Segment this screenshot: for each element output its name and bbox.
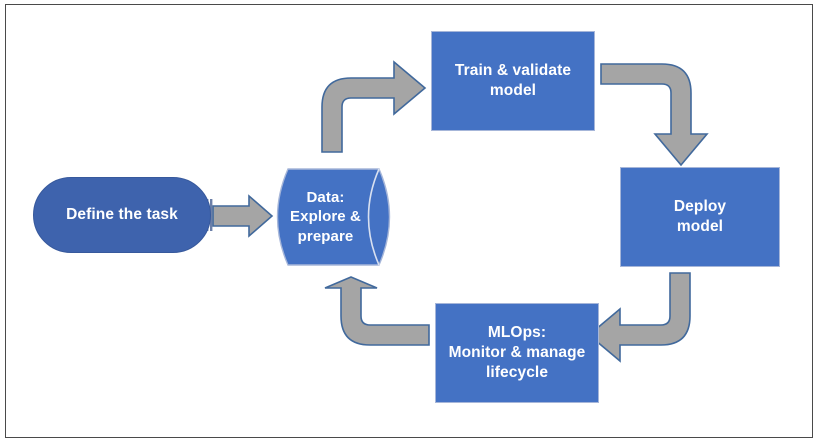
node-train-label: Train & validate model xyxy=(432,32,594,130)
node-deploy-line-2: model xyxy=(676,218,724,235)
node-deploy-label: Deploy model xyxy=(621,168,779,266)
connector-data-to-train xyxy=(321,60,427,153)
node-mlops-line-3: lifecycle xyxy=(485,364,549,382)
connector-deploy-to-mlops xyxy=(587,272,691,363)
node-deploy-model[interactable]: Deploy model xyxy=(620,167,780,267)
node-mlops-label: MLOps: Monitor & manage lifecycle xyxy=(436,304,598,402)
node-data-explore-prepare[interactable]: Data: Explore & prepare xyxy=(266,168,401,266)
node-deploy-line-1: Deploy xyxy=(673,197,727,215)
connector-define-to-data xyxy=(206,194,274,238)
connector-train-to-deploy xyxy=(600,63,709,167)
node-define-the-task-label: Define the task xyxy=(34,178,210,252)
connector-mlops-to-data xyxy=(324,276,430,346)
node-mlops-monitor-manage-lifecycle[interactable]: MLOps: Monitor & manage lifecycle xyxy=(435,303,599,403)
node-train-line-2: model xyxy=(489,82,537,99)
cylinder-shape-icon xyxy=(276,168,391,266)
node-train-line-1: Train & validate xyxy=(454,61,572,79)
node-mlops-line-2: Monitor & manage xyxy=(448,343,586,361)
node-mlops-line-1: MLOps: xyxy=(487,323,547,341)
node-define-line-1: Define the task xyxy=(66,205,178,223)
node-train-validate-model[interactable]: Train & validate model xyxy=(431,31,595,131)
node-define-the-task[interactable]: Define the task xyxy=(33,177,211,253)
